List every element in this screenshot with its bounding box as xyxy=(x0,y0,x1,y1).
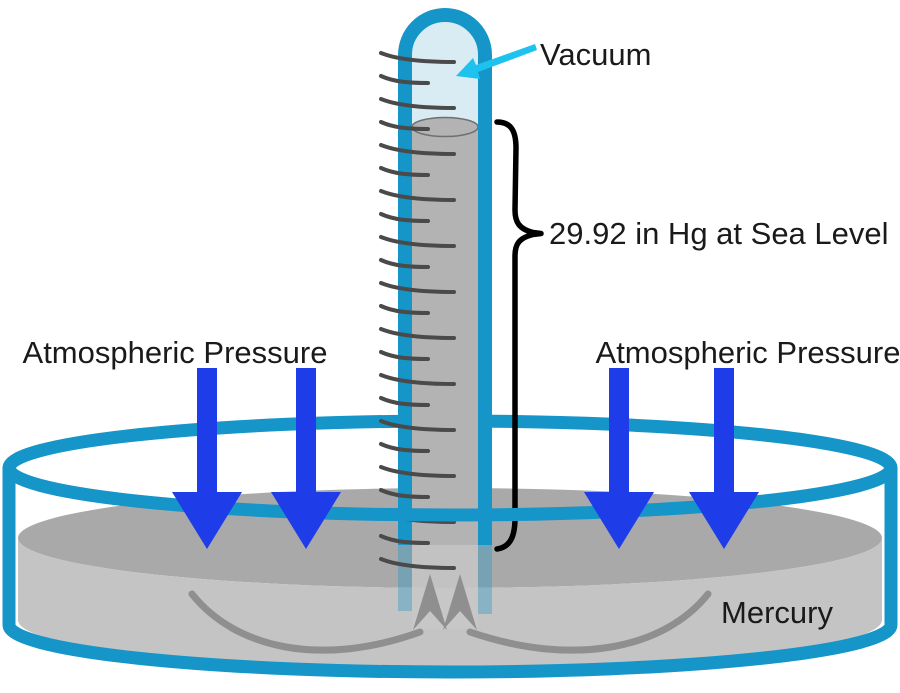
pressure-arrow-icon xyxy=(689,368,759,549)
vacuum-label: Vacuum xyxy=(540,37,651,72)
basin-front-outline xyxy=(2,466,898,679)
pressure-arrows xyxy=(172,368,759,549)
mercury-label: Mercury xyxy=(721,595,833,630)
tube-submerged-wall-right xyxy=(478,545,492,614)
tube-submerged-section xyxy=(398,545,492,629)
pressure-arrow-icon xyxy=(172,368,242,549)
flow-arrow-curve-right xyxy=(466,590,712,654)
measurement-bracket xyxy=(494,119,544,552)
labels: Vacuum 29.92 in Hg at Sea Level Atmosphe… xyxy=(23,37,900,630)
flow-arrows xyxy=(188,574,712,654)
flow-arrowhead-right-icon xyxy=(443,574,477,630)
tick-marks-short xyxy=(379,74,430,545)
vacuum-arrow-icon xyxy=(456,44,537,79)
column-height-label: 29.92 in Hg at Sea Level xyxy=(549,216,889,251)
tube-submerged-wall-left xyxy=(398,545,412,611)
pressure-arrow-icon xyxy=(271,368,341,549)
glass-tube xyxy=(379,8,492,570)
tube-glass-wall xyxy=(398,8,492,545)
flow-arrow-curve-left xyxy=(188,590,424,654)
pressure-arrow-icon xyxy=(584,368,654,549)
flow-arrowhead-left-icon xyxy=(413,574,447,630)
pressure-label-left: Atmospheric Pressure xyxy=(23,335,328,370)
pressure-label-right: Atmospheric Pressure xyxy=(596,335,900,370)
